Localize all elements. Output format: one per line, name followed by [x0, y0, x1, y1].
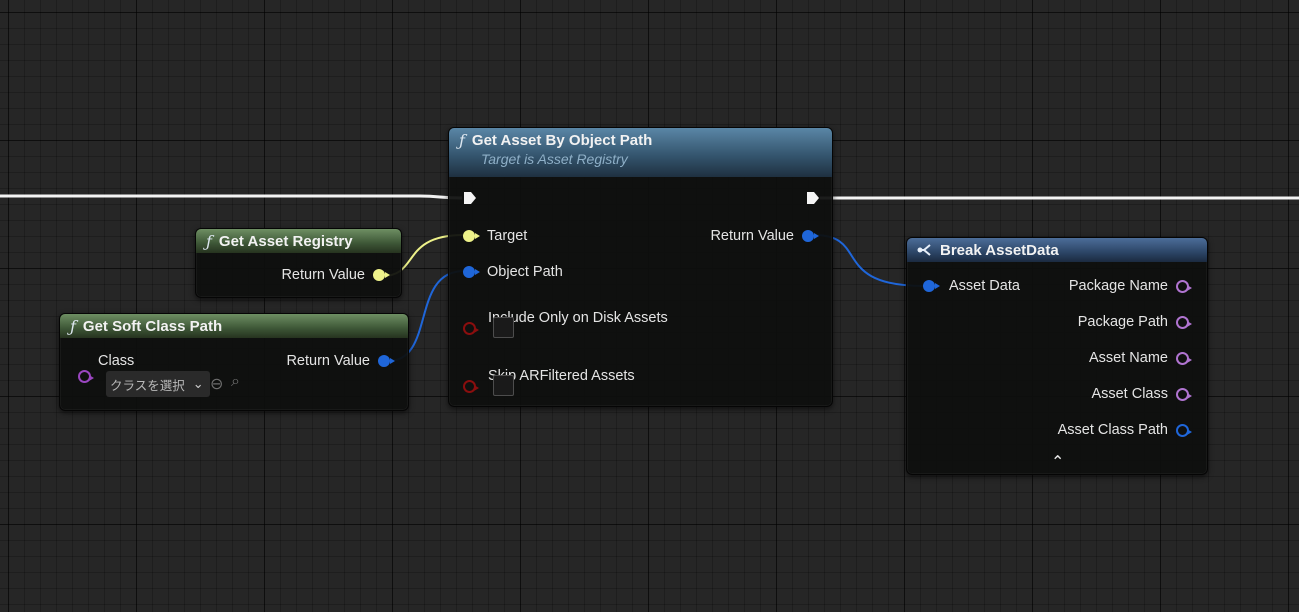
- bool-pin-icon[interactable]: [463, 380, 479, 393]
- break-struct-icon: [917, 244, 931, 256]
- yellow-object-pin-icon[interactable]: [463, 230, 480, 242]
- node-title: Get Asset By Object Path: [471, 132, 653, 149]
- pin-label: Include Only on Disk Assets: [488, 309, 668, 326]
- node-header[interactable]: ƒ Get Soft Class Path: [60, 314, 408, 338]
- return-value-pin-row[interactable]: Return Value: [281, 267, 390, 283]
- pin-label: Target: [487, 228, 528, 244]
- object-path-pin-row[interactable]: Object Path: [463, 264, 563, 280]
- pin-label: Return Value: [281, 267, 365, 283]
- package-path-pin-row[interactable]: Package Path: [1077, 314, 1192, 330]
- node-title: Get Soft Class Path: [82, 317, 223, 335]
- skip-arfiltered-pin-row[interactable]: Skip ARFiltered Assets: [463, 358, 635, 393]
- yellow-object-pin-icon[interactable]: [373, 269, 390, 281]
- chevron-down-icon: ⌄: [192, 376, 204, 391]
- name-pin-icon[interactable]: [1176, 315, 1192, 329]
- asset-data-pin-row[interactable]: Asset Data: [923, 278, 1020, 294]
- node-title: Break AssetData: [940, 241, 1059, 259]
- class-select-value: クラスを選択: [110, 378, 185, 393]
- pin-label: Return Value: [710, 228, 794, 244]
- include-only-on-disk-checkbox[interactable]: [493, 317, 514, 338]
- blue-struct-pin-icon[interactable]: [923, 280, 940, 292]
- pin-label: Asset Data: [949, 278, 1020, 294]
- blue-struct-pin-icon[interactable]: [802, 230, 819, 242]
- return-value-pin-row[interactable]: Return Value: [710, 228, 819, 244]
- bool-pin-icon[interactable]: [463, 322, 479, 335]
- node-get-soft-class-path[interactable]: ƒ Get Soft Class Path Class クラスを選択 ⌄ ⊖ ⌕…: [59, 313, 409, 411]
- name-pin-icon[interactable]: [1176, 387, 1192, 401]
- asset-name-pin-row[interactable]: Asset Name: [1089, 350, 1192, 366]
- exec-out-pin-icon[interactable]: [806, 191, 820, 205]
- asset-class-path-pin-row[interactable]: Asset Class Path: [1057, 422, 1192, 438]
- node-get-asset-by-object-path[interactable]: ƒ Get Asset By Object Path Target is Ass…: [448, 127, 833, 407]
- pin-label: Asset Class Path: [1057, 422, 1168, 438]
- search-icon[interactable]: ⌕: [231, 373, 240, 390]
- pin-label: Skip ARFiltered Assets: [488, 367, 635, 384]
- pin-label: Return Value: [286, 353, 370, 369]
- class-select-dropdown[interactable]: クラスを選択 ⌄: [106, 371, 210, 397]
- exec-wire-in: [0, 194, 463, 200]
- class-pin-icon[interactable]: [78, 370, 94, 383]
- name-pin-icon[interactable]: [1176, 279, 1192, 293]
- function-icon: ƒ: [70, 316, 76, 336]
- pin-label: Asset Name: [1089, 350, 1168, 366]
- include-only-on-disk-pin-row[interactable]: Include Only on Disk Assets: [463, 300, 668, 335]
- pin-label: Package Name: [1068, 278, 1168, 294]
- target-pin-row[interactable]: Target: [463, 228, 527, 244]
- struct-pin-icon[interactable]: [1176, 423, 1192, 437]
- node-title: Get Asset Registry: [218, 232, 353, 250]
- name-pin-icon[interactable]: [1176, 351, 1192, 365]
- pin-label: Package Path: [1077, 314, 1168, 330]
- exec-in-pin-icon[interactable]: [463, 191, 477, 205]
- node-header[interactable]: ƒ Get Asset Registry: [196, 229, 401, 253]
- node-subtitle: Target is Asset Registry: [481, 151, 628, 167]
- node-get-asset-registry[interactable]: ƒ Get Asset Registry Return Value: [195, 228, 402, 298]
- node-header[interactable]: Break AssetData: [907, 238, 1207, 262]
- return-value-pin-row[interactable]: Return Value: [286, 353, 395, 369]
- package-name-pin-row[interactable]: Package Name: [1068, 278, 1192, 294]
- asset-class-pin-row[interactable]: Asset Class: [1091, 386, 1192, 402]
- function-icon: ƒ: [206, 231, 212, 251]
- pin-label: Object Path: [487, 264, 563, 280]
- use-selected-arrow-icon[interactable]: ⊖: [210, 376, 224, 393]
- function-icon: ƒ: [459, 131, 465, 150]
- chevron-up-icon[interactable]: ⌃: [1051, 454, 1065, 471]
- blue-struct-pin-icon[interactable]: [463, 266, 480, 278]
- blue-struct-pin-icon[interactable]: [378, 355, 395, 367]
- node-header[interactable]: ƒ Get Asset By Object Path Target is Ass…: [449, 128, 832, 177]
- node-break-asset-data[interactable]: Break AssetData Asset Data Package Name …: [906, 237, 1208, 475]
- pin-label: Asset Class: [1091, 386, 1168, 402]
- class-pin-label: Class: [98, 353, 135, 369]
- skip-arfiltered-checkbox[interactable]: [493, 375, 514, 396]
